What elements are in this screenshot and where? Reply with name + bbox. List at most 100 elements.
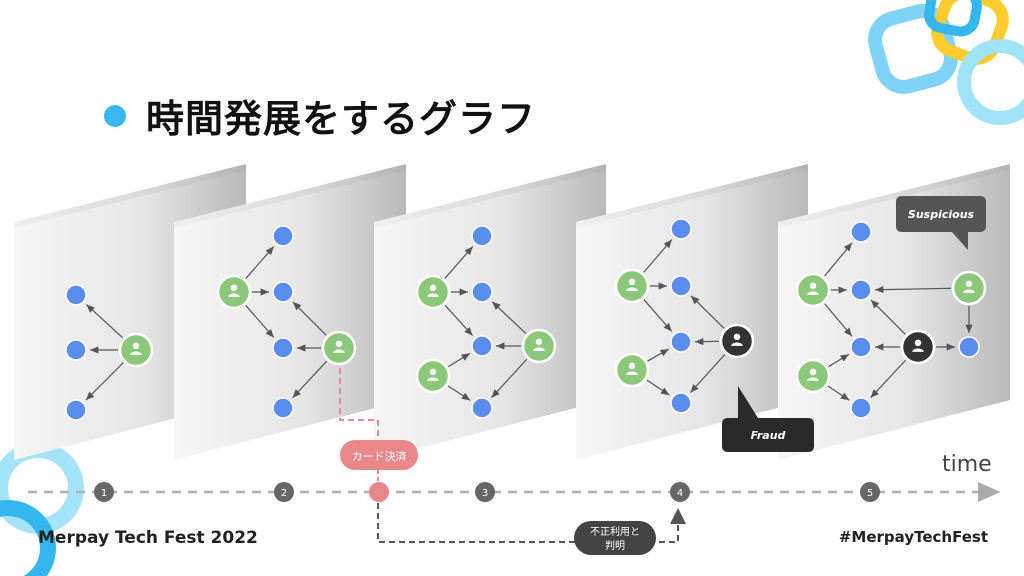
edge-s3-u1-a3 [444,304,474,337]
user-node-s3-u1 [415,274,451,310]
edge-s5-u3-a2 [874,285,952,294]
timeline-tick-4: 4 [670,482,690,502]
card-payment-connector [339,368,379,440]
timeline-tick-label: 3 [482,488,488,499]
page-title: 時間発展をするグラフ [146,97,537,141]
account-node-s1-a1 [65,284,87,306]
account-node-s3-a1 [471,225,493,247]
title-bullet-icon [104,104,126,127]
user-node-s4-u2 [614,352,650,388]
user-node-s4-u1 [614,268,650,304]
user-node-s5-u3 [951,270,987,306]
edge-s5-u1-a3 [824,303,853,337]
edge-s5-f1-a4 [870,359,907,399]
graph-edges [85,239,973,401]
time-axis-label: time [942,452,992,477]
suspicious-callout-bubble [896,196,986,250]
edge-s5-f1-a2 [870,299,906,335]
user-node-s3-u3 [521,328,557,364]
timeline-tick-3: 3 [475,482,495,502]
brand-decoration-top-right [868,0,1024,125]
fraud-discovery-path: 不正利用と 判明 [377,503,686,555]
suspicious-callout-label: Suspicious [908,208,975,221]
account-node-s4-a3 [670,331,692,353]
account-node-s5-a4 [850,397,872,419]
fraud-discovery-label-1: 不正利用と [590,526,640,538]
card-payment-label: カード決済 [352,449,407,463]
event-brand: Merpay Tech Fest 2022 [38,528,258,548]
edge-s3-u2-a4 [447,385,471,401]
timeline-tick-label: 4 [677,488,683,499]
account-node-s1-a3 [65,399,87,421]
timeline: 1 2 3 4 5 [28,482,1001,502]
edge-s4-f1-a4 [689,353,726,394]
time-slice-panel-3 [374,164,606,460]
edge-s2-u2-a4 [292,360,328,399]
account-node-s2-a4 [272,397,294,419]
account-node-s5-a5 [958,336,980,358]
title-row: 時間発展をするグラフ [104,88,536,143]
edge-s2-u1-a3 [245,305,275,338]
account-node-s5-a1 [850,221,872,243]
edge-s4-u1-a1 [643,239,673,273]
card-payment-event: カード決済 [339,368,418,502]
timeline-tick-1: 1 [94,482,114,502]
account-node-s2-a3 [272,337,294,359]
edge-s4-u2-a3 [647,348,670,362]
fraud-callout-bubble [722,386,814,452]
account-node-s4-a2 [670,275,692,297]
account-node-s2-a1 [272,225,294,247]
account-node-s5-a3 [850,336,872,358]
user-node-s2-u1 [216,274,252,310]
account-node-s3-a2 [471,281,493,303]
fraud-user-node-s5-f1 [900,329,936,365]
time-slice-panel-2 [174,164,406,460]
timeline-tick-label: 2 [281,488,287,499]
edge-s2-u2-a2 [292,301,327,336]
fraud-discovery-pill [574,521,656,555]
timeline-tick-5: 5 [860,482,880,502]
edge-s2-u1-a1 [245,246,275,279]
fraud-discovery-label-2: 判明 [605,540,625,552]
edge-s3-u3-a4 [491,358,528,399]
timeline-tick-2: 2 [274,482,294,502]
edge-s1-u1-a3 [85,362,124,401]
event-hashtag: #MerpayTechFest [838,528,988,546]
user-node-s3-u2 [415,358,451,394]
fraud-callout-label: Fraud [751,429,786,442]
user-node-s1-u1 [118,332,154,368]
time-slice-panel-4 [576,164,808,460]
card-payment-marker [369,482,389,502]
brand-decoration-bottom-left [0,442,84,576]
edge-s3-u3-a2 [491,301,527,335]
user-node-s5-u2 [795,358,831,394]
account-node-s5-a2 [850,279,872,301]
timeline-tick-label: 1 [101,488,107,499]
timeline-tick-label: 5 [867,488,873,499]
edge-s5-u1-a1 [824,242,853,277]
edge-s4-u2-a4 [646,379,670,396]
card-payment-pill [340,440,418,470]
user-node-s2-u2 [321,330,357,366]
account-node-s4-a1 [670,218,692,240]
account-node-s1-a2 [65,339,87,361]
edge-s4-u1-a3 [643,299,673,332]
user-node-s5-u1 [795,272,831,308]
account-node-s3-a3 [471,335,493,357]
account-node-s3-a4 [471,397,493,419]
edge-s5-u2-a4 [827,385,850,401]
edge-s4-f1-a2 [690,295,725,329]
edge-s3-u2-a3 [448,352,471,368]
graph-nodes [65,218,987,421]
suspicious-callout: Suspicious [896,196,986,250]
time-slice-panel-5 [778,164,1010,460]
fraud-discovery-connector [377,503,686,543]
edge-s5-u2-a3 [828,353,850,368]
fraud-user-node-s4-f1 [719,323,755,359]
account-node-s4-a4 [670,392,692,414]
edge-s1-u1-a1 [85,304,124,339]
account-node-s2-a2 [272,281,294,303]
fraud-callout: Fraud [722,386,814,452]
edge-s3-u1-a1 [444,246,474,279]
